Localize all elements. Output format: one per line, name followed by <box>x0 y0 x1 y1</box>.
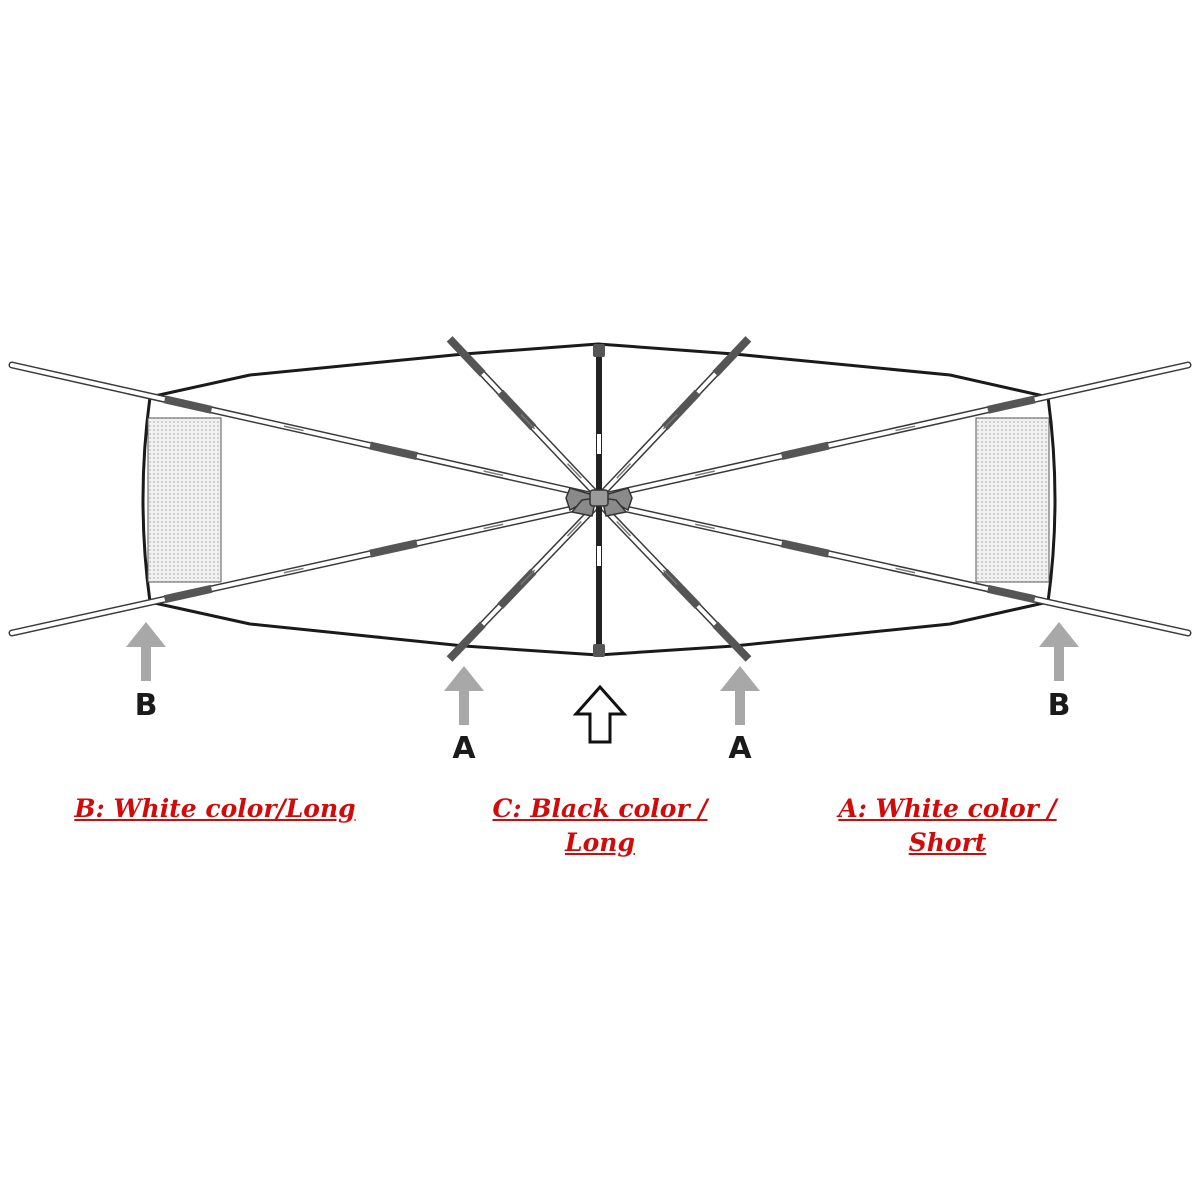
long-pole-b-upper-left <box>8 361 603 501</box>
legend-c: C: Black color / Long <box>480 792 720 860</box>
legend-a: A: White color / Short <box>800 792 1095 860</box>
poles-group <box>8 336 1192 662</box>
outline-arrow-up-icon <box>572 684 628 744</box>
short-pole-a-upper-right <box>595 336 752 501</box>
legend-a-text: A: White color / Short <box>838 794 1057 857</box>
long-pole-b-lower-right <box>595 499 1192 637</box>
marker-a-left: A <box>452 731 476 766</box>
mesh-window-left <box>147 417 222 583</box>
marker-a-right: A <box>728 731 752 766</box>
arrow-up-icon <box>1039 622 1079 681</box>
marker-b-left: B <box>135 688 158 723</box>
hub-connector <box>565 487 633 517</box>
arrow-up-icon <box>126 622 166 681</box>
legend-b-text: B: White color/Long <box>74 794 356 823</box>
short-pole-a-lower-right <box>595 499 752 662</box>
arrow-up-icon <box>720 666 760 725</box>
marker-b-right: B <box>1048 688 1071 723</box>
long-pole-b-upper-right <box>595 361 1192 501</box>
arrow-up-icon <box>444 666 484 725</box>
short-pole-a-lower-left <box>446 499 603 662</box>
mesh-window-right <box>975 417 1050 583</box>
legend-b: B: White color/Long <box>60 792 370 826</box>
legend-c-line1: C: Black color / <box>492 794 708 823</box>
short-pole-a-upper-left <box>446 336 603 501</box>
legend-c-line2: Long <box>565 828 635 857</box>
long-pole-b-lower-left <box>8 499 603 637</box>
